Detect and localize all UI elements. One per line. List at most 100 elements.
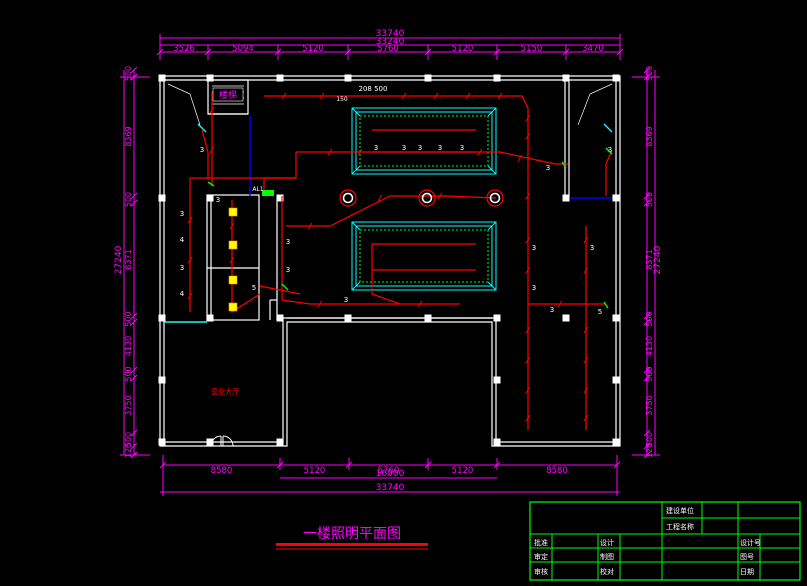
ceiling-feature-lower — [351, 221, 497, 291]
wire-count-label: 3 — [590, 244, 594, 252]
title-block-cell: 图号 — [740, 553, 754, 561]
side-room-lines — [167, 83, 613, 126]
cyan-switch-arrows — [197, 123, 613, 133]
title-block-cell: 设计 — [600, 538, 614, 547]
wire-count-label: 3 — [438, 144, 442, 152]
dim-vertical-segment: 500 — [124, 192, 133, 207]
dim-left-outer: 27240 — [114, 245, 124, 274]
dim-top-segments: 3526 5094 5120 5760 5120 5150 3470 — [173, 44, 604, 54]
dim-bottom-segment: 5120 — [452, 466, 474, 476]
wire-count-labels: 3 3 3 3 3 3 3 3 3 4 3 4 3 3 3 3 3 3 3 5 5 3 — [180, 144, 612, 316]
title-block-cell: 批准 — [534, 538, 548, 547]
dim-bottom-segment: 8580 — [211, 466, 233, 476]
dim-vertical-segment: 8371 — [124, 249, 133, 269]
dim-vertical-segment: 3750 — [645, 395, 654, 415]
toilet-fixtures — [228, 207, 238, 312]
dim-vertical-segment: 500 — [645, 311, 654, 326]
dim-vertical-segment: 500 — [645, 66, 654, 81]
dim-top-total-a: 33740 — [376, 29, 405, 39]
wire-count-label: 3 — [532, 284, 536, 292]
round-lights — [339, 189, 504, 207]
dim-top-segment: 5120 — [302, 44, 324, 54]
dim-top-segment: 5150 — [521, 44, 543, 54]
dim-vertical-segment: 8369 — [124, 126, 133, 146]
title-block-cell: 审定 — [534, 552, 548, 561]
title-block-cell: 日期 — [740, 568, 754, 576]
dim-top-segment: 5760 — [377, 44, 399, 54]
wire-count-label: 5 — [252, 284, 256, 292]
dim-vertical-segment: 8369 — [645, 126, 654, 146]
dim-top-total-b: 33240 — [376, 37, 405, 47]
wire-count-label: 3 — [180, 264, 184, 272]
dim-vertical-segment: 500 — [645, 366, 654, 381]
dim-top-segment: 3470 — [582, 44, 604, 54]
wire-count-label: 3 — [550, 306, 554, 314]
ceiling-feature-upper — [351, 107, 497, 175]
wire-count-label: 3 — [200, 146, 204, 154]
drawing-title: 一楼照明平面图 — [303, 526, 401, 542]
branch-box-label: 150 — [336, 96, 348, 103]
dim-vertical-segment: 120 — [645, 443, 654, 458]
dim-bottom-segment: 5120 — [304, 466, 326, 476]
title-block-cell: 校对 — [600, 567, 614, 576]
dim-vertical-segment: 3750 — [124, 395, 133, 415]
dim-top-segment: 5120 — [452, 44, 474, 54]
dim-vertical-segment: 500 — [124, 311, 133, 326]
wire-count-label: 3 — [418, 144, 422, 152]
wire-count-label: 3 — [286, 266, 290, 274]
dimension-lines — [120, 34, 660, 496]
title-block-cell: 工程名称 — [666, 522, 694, 531]
dim-vertical-segment: 4130 — [645, 336, 654, 356]
dim-bottom-segment: 5760 — [378, 466, 400, 476]
dim-bottom-sub: 16000 — [376, 469, 405, 479]
dim-vertical-segment: 500 — [124, 366, 133, 381]
structural-columns — [158, 74, 620, 446]
panel-label: AL1 — [252, 186, 263, 193]
title-block-cell: 审核 — [534, 567, 548, 576]
dim-vertical-segment: 120 — [124, 443, 133, 458]
lighting-panel-al1 — [262, 190, 274, 196]
stair-label: 楼梯 — [219, 89, 237, 101]
wire-count-label: 3 — [374, 144, 378, 152]
switch-symbols — [207, 147, 613, 309]
wire-count-label: 3 — [344, 296, 348, 304]
dim-top-segment: 5094 — [232, 44, 254, 54]
wire-count-label: 3 — [460, 144, 464, 152]
dim-vertical-segment: 500 — [645, 192, 654, 207]
stair-label-box — [212, 87, 244, 102]
dim-bottom-total: 33740 — [376, 483, 405, 493]
wire-count-label: 3 — [546, 164, 550, 172]
dim-top-segment: 3526 — [173, 44, 195, 54]
wire-count-label: 3 — [180, 210, 184, 218]
wire-count-label: 4 — [180, 236, 185, 244]
wire-count-label: 4 — [180, 290, 185, 298]
title-block-cell: 设计号 — [740, 538, 761, 547]
wire-count-label: 3 — [608, 146, 612, 154]
lighting-circuits — [189, 92, 613, 430]
title-block-cell: 建设单位 — [666, 506, 694, 515]
title-underline-thick — [276, 543, 428, 546]
title-block-cell: 制图 — [600, 552, 614, 561]
dimension-ticks — [130, 45, 651, 470]
dim-bottom-segments: 8580 5120 5760 5120 8580 — [211, 466, 568, 476]
entrance-door — [210, 435, 234, 447]
wire-count-label: 3 — [286, 238, 290, 246]
dim-vertical-segment: 500 — [124, 432, 133, 447]
circuit-wire-ticks — [187, 92, 589, 422]
dim-vertical-segment: 500 — [645, 432, 654, 447]
dim-vertical-segment: 500 — [124, 66, 133, 81]
dim-vertical-segment: 4130 — [124, 336, 133, 356]
dim-bottom-segment: 8580 — [546, 466, 568, 476]
wire-count-label: 3 — [216, 196, 220, 204]
wire-count-label: 3 — [402, 144, 406, 152]
main-branch-label: 208 500 — [359, 85, 388, 93]
wire-count-label: 5 — [598, 308, 602, 316]
lobby-label: 营业大厅 — [211, 387, 239, 396]
wire-count-label: 3 — [532, 244, 536, 252]
dim-right-outer: 27240 — [653, 245, 663, 274]
dim-vertical-segment: 8371 — [645, 249, 654, 269]
